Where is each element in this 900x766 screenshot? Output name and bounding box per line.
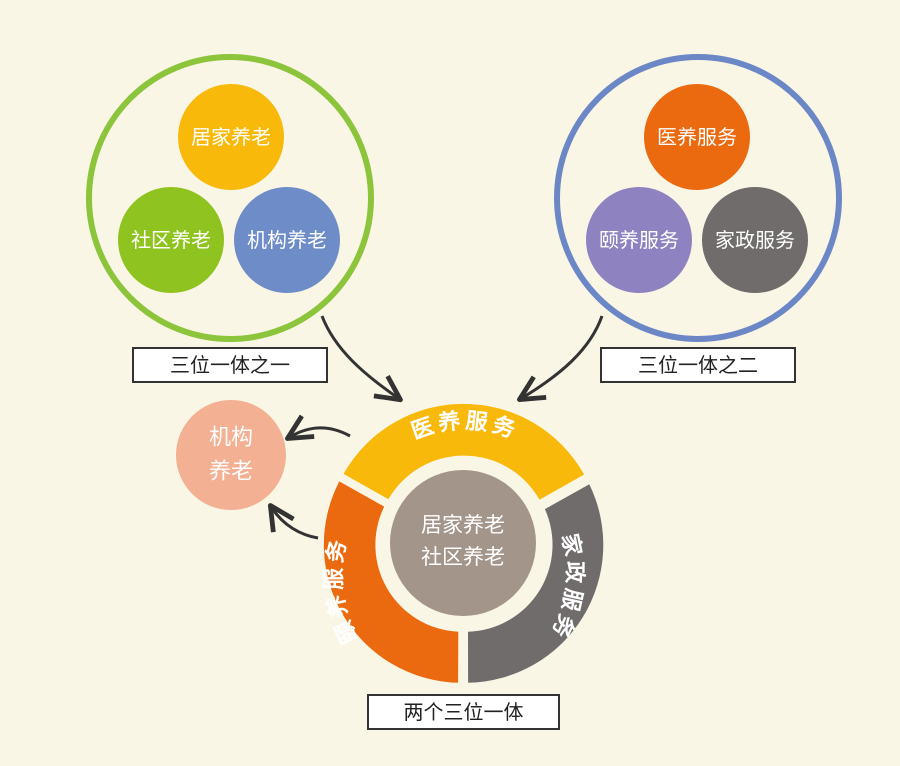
- donut-center-line1: 居家养老: [421, 513, 505, 537]
- group1-circle-community: 社区养老: [118, 187, 224, 293]
- group1-circle-home: 居家养老: [178, 84, 284, 190]
- arrow-group2-to-donut: [517, 315, 604, 402]
- donut-center-line2: 社区养老: [421, 545, 505, 569]
- donut-segment-housekeeping: [468, 484, 604, 683]
- arrow-donut-to-side-circle-lower: [267, 503, 319, 540]
- donut-segment-medical: [343, 403, 585, 500]
- side-circle-line1: 机构: [209, 426, 253, 451]
- group1-circle-home-label: 居家养老: [191, 125, 271, 149]
- donut-segment-wellness: [323, 481, 459, 683]
- arrow-group1-to-donut: [320, 315, 403, 403]
- group2-circle-housekeeping: 家政服务: [702, 187, 808, 293]
- group2-circle-wellness-label: 颐养服务: [599, 228, 679, 252]
- group2-caption: 三位一体之二: [600, 347, 796, 383]
- arrow-donut-to-side-circle-upper: [285, 414, 351, 441]
- group2-circle-housekeeping-label: 家政服务: [715, 228, 795, 252]
- group1-ring: [86, 54, 374, 342]
- side-circle-line2: 养老: [209, 460, 253, 485]
- group2: 医养服务 颐养服务 家政服务: [554, 54, 842, 342]
- group1-circle-community-label: 社区养老: [131, 228, 211, 252]
- group1: 居家养老 社区养老 机构养老: [86, 54, 374, 342]
- group2-circle-medical-label: 医养服务: [657, 125, 737, 149]
- group2-ring: [554, 54, 842, 342]
- donut-caption: 两个三位一体: [367, 694, 560, 730]
- group1-circle-institution: 机构养老: [234, 187, 340, 293]
- donut-center: [390, 470, 536, 616]
- group2-circle-wellness: 颐养服务: [586, 187, 692, 293]
- group1-circle-institution-label: 机构养老: [247, 228, 327, 252]
- side-circle-institution: 机构 养老: [176, 400, 286, 510]
- group1-caption: 三位一体之一: [132, 347, 328, 383]
- donut-chart: 医养服务 家政服务 颐养服务 居家养老 社区养老: [322, 403, 604, 683]
- group2-circle-medical: 医养服务: [644, 84, 750, 190]
